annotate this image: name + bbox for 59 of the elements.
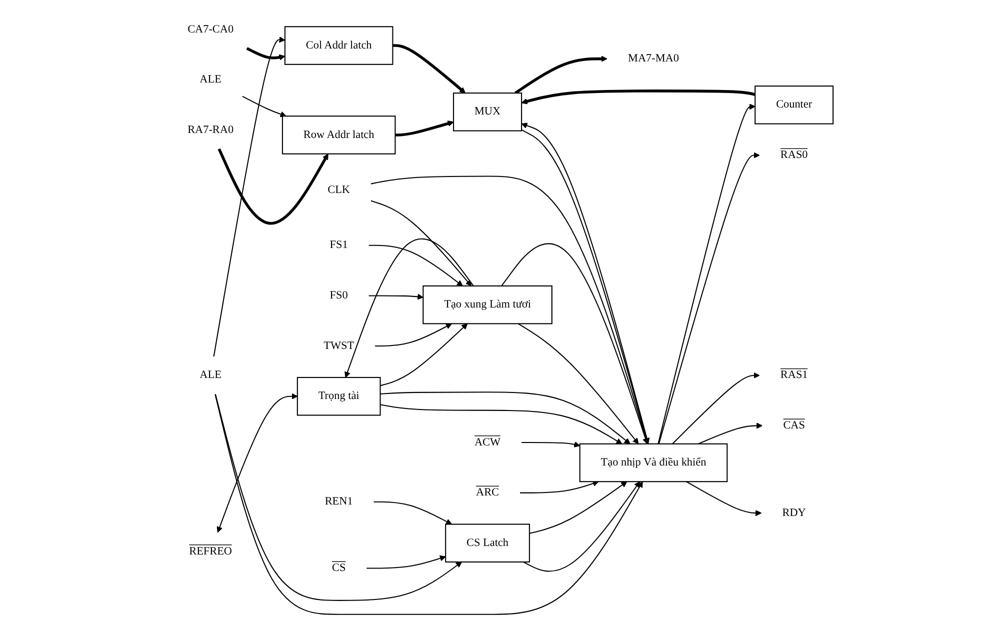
node-box: Tạo nhịp Và điều khiển: [580, 443, 728, 482]
node-box: Row Addr latch: [282, 116, 396, 154]
arrow: [672, 372, 760, 444]
arrow: [380, 323, 468, 386]
node-text: TWST: [324, 340, 354, 352]
arrow: [368, 294, 424, 300]
node-text: ALE: [200, 369, 222, 381]
arrow: [521, 90, 756, 104]
arrow: [380, 404, 622, 444]
arrow: [213, 36, 286, 357]
node-text: ALE: [200, 73, 222, 86]
node-text: RAS1: [780, 369, 808, 381]
arrow: [658, 104, 756, 444]
arrow: [214, 394, 644, 615]
arrow: [344, 238, 474, 378]
arrow: [514, 56, 608, 94]
arrow: [686, 481, 762, 516]
node-text: RA7-RA0: [188, 124, 234, 136]
node-box: Col Addr latch: [284, 26, 394, 65]
arrow: [392, 44, 466, 94]
arrow: [374, 501, 452, 525]
arrow: [518, 323, 639, 444]
node-text: RDY: [782, 506, 806, 519]
arrow: [371, 176, 650, 444]
arrow: [366, 555, 446, 569]
arrow: [242, 96, 287, 118]
node-text: CS: [332, 562, 346, 574]
node-text: REFREO: [189, 545, 232, 558]
arrow: [380, 392, 631, 444]
node-box: CS Latch: [445, 524, 530, 562]
node-text: FS1: [330, 239, 348, 251]
node-text: ACW: [474, 436, 501, 448]
arrow: [520, 480, 599, 494]
arrow: [375, 323, 452, 347]
arrow: [368, 244, 464, 286]
arrow: [658, 152, 760, 444]
node-text: FS0: [330, 289, 348, 302]
node-text: CLK: [328, 184, 350, 196]
arrow: [370, 200, 472, 286]
node-box: Trọng tài: [297, 376, 381, 416]
node-text: REN1: [325, 496, 353, 508]
arrow: [501, 243, 649, 444]
arrow: [523, 481, 640, 572]
node-box: Counter: [754, 86, 834, 124]
arrow: [522, 441, 580, 448]
node-box: MUX: [453, 92, 522, 132]
arrow: [215, 394, 462, 601]
node-text: ARC: [476, 486, 500, 498]
node-text: MA7-MA0: [628, 52, 680, 64]
arrow: [698, 422, 763, 444]
node-text: RAS0: [780, 148, 808, 161]
arrow: [246, 47, 286, 60]
arrow: [218, 148, 329, 225]
arrow: [395, 120, 454, 136]
arrow: [530, 481, 628, 534]
arrow: [216, 393, 298, 533]
node-box: Tạo xung Làm tươi: [422, 285, 553, 324]
node-text: CA7-CA0: [188, 23, 234, 36]
node-text: CAS: [783, 419, 806, 432]
